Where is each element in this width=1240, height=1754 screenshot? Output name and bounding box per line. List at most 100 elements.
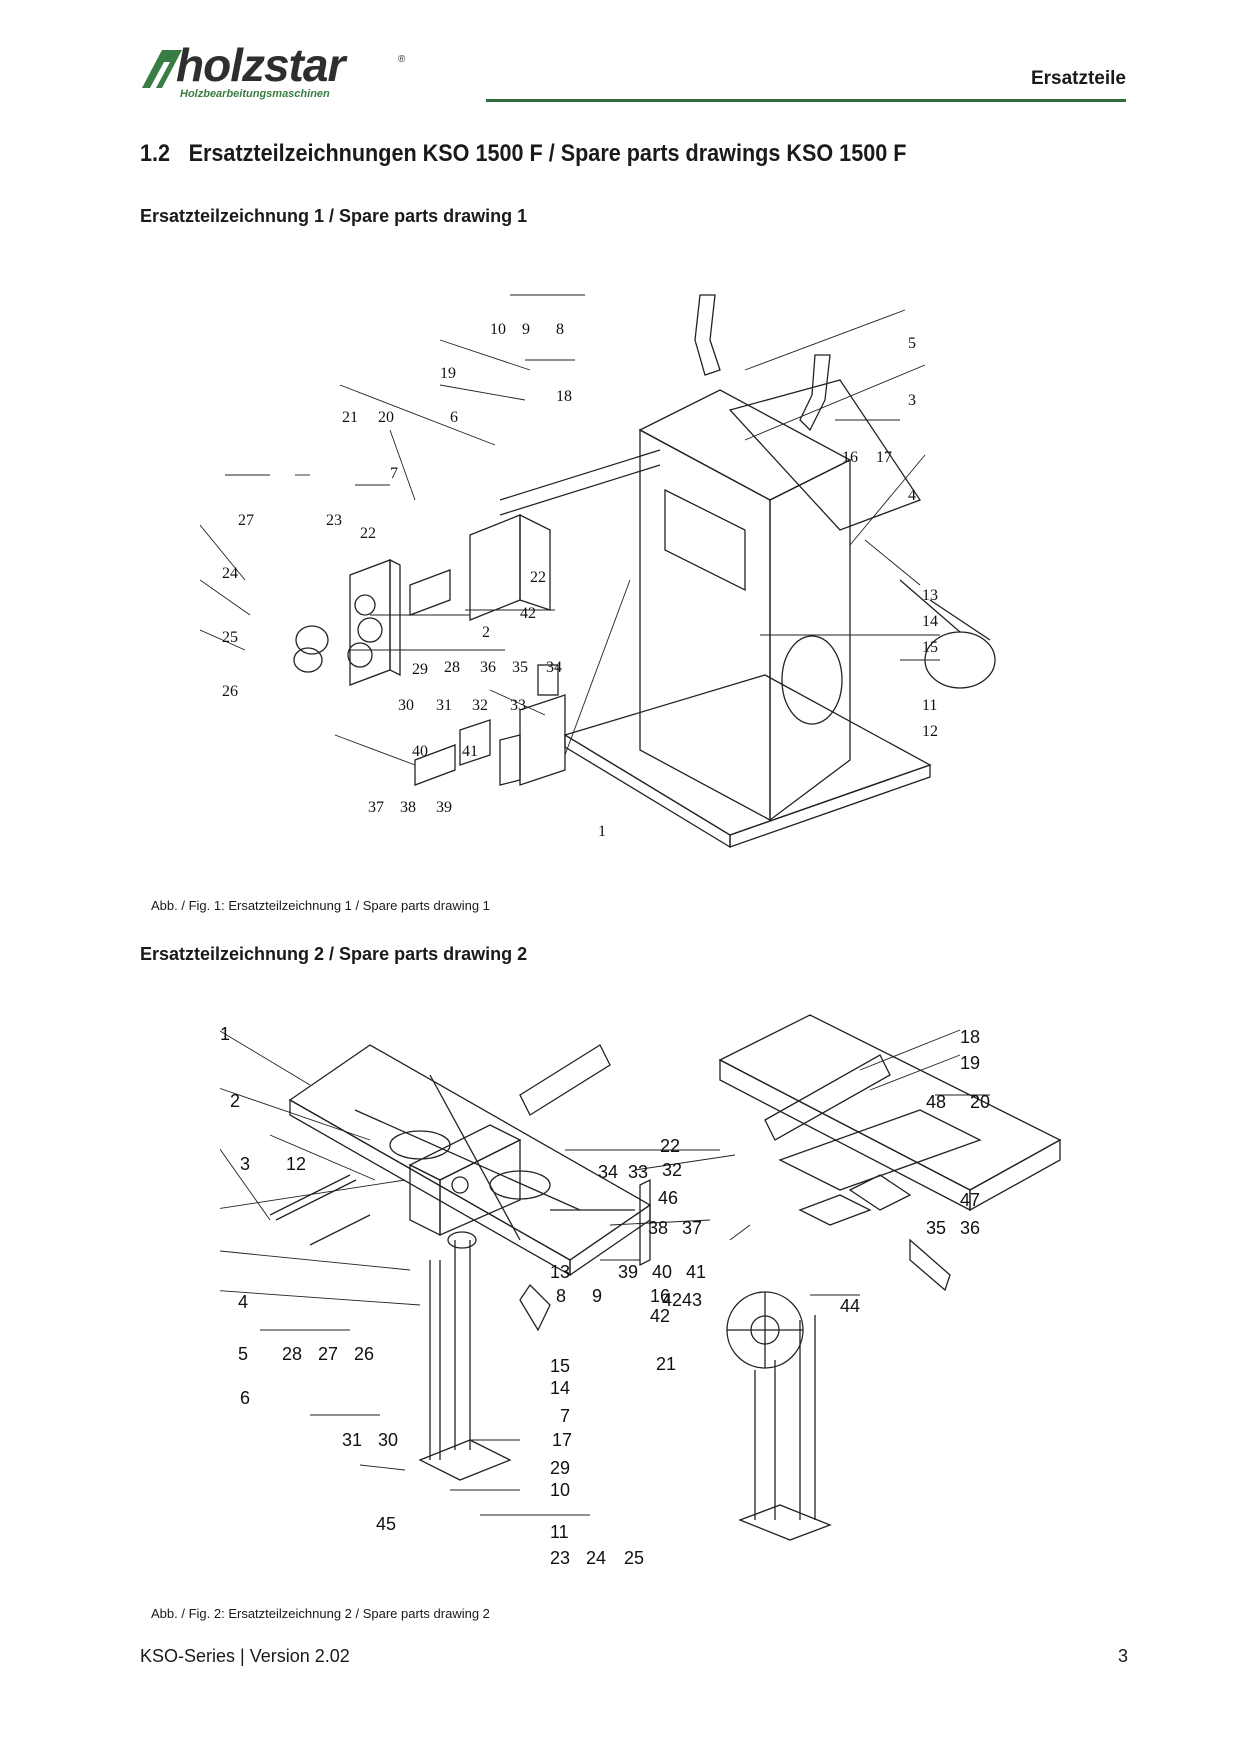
svg-text:38: 38 <box>648 1218 668 1238</box>
drawing2-heading: Ersatzteilzeichnung 2 / Spare parts draw… <box>140 944 528 964</box>
registered-mark: ® <box>398 54 406 65</box>
svg-text:7: 7 <box>390 465 398 482</box>
svg-text:5: 5 <box>908 335 916 352</box>
svg-text:39: 39 <box>436 799 452 816</box>
svg-text:10: 10 <box>550 1480 570 1500</box>
svg-text:42: 42 <box>662 1290 682 1310</box>
svg-text:11: 11 <box>922 697 937 714</box>
section-label: Ersatzteile <box>1030 68 1126 89</box>
svg-text:28: 28 <box>444 659 460 676</box>
svg-text:15: 15 <box>550 1356 570 1376</box>
svg-text:37: 37 <box>682 1218 702 1238</box>
drawing2-caption: Abb. / Fig. 2: Ersatzteilzeichnung 2 / S… <box>151 1606 490 1621</box>
svg-text:8: 8 <box>556 1286 566 1306</box>
drawing1-heading: Ersatzteilzeichnung 1 / Spare parts draw… <box>140 206 528 226</box>
svg-text:31: 31 <box>342 1430 362 1450</box>
svg-text:6: 6 <box>450 409 458 426</box>
svg-text:41: 41 <box>462 743 478 760</box>
svg-text:32: 32 <box>662 1160 682 1180</box>
svg-text:29: 29 <box>550 1458 570 1478</box>
svg-text:21: 21 <box>342 409 358 426</box>
svg-text:6: 6 <box>240 1388 250 1408</box>
svg-text:17: 17 <box>552 1430 572 1450</box>
svg-text:48: 48 <box>926 1092 946 1112</box>
svg-text:30: 30 <box>378 1430 398 1450</box>
svg-text:5: 5 <box>238 1344 248 1364</box>
svg-text:33: 33 <box>510 697 526 714</box>
svg-text:47: 47 <box>960 1190 980 1210</box>
svg-text:13: 13 <box>922 587 938 604</box>
svg-text:26: 26 <box>222 683 238 700</box>
svg-text:22: 22 <box>530 569 546 586</box>
svg-text:34: 34 <box>598 1162 618 1182</box>
svg-text:9: 9 <box>522 321 530 338</box>
svg-text:35: 35 <box>512 659 528 676</box>
svg-text:42: 42 <box>650 1306 670 1326</box>
logo-mark-icon <box>142 50 182 88</box>
svg-text:14: 14 <box>922 613 938 630</box>
section-number: 1.2 <box>140 140 171 167</box>
svg-text:28: 28 <box>282 1344 302 1364</box>
svg-text:35: 35 <box>926 1218 946 1238</box>
svg-text:40: 40 <box>412 743 428 760</box>
brand-logo: holzstar ® Holzbearbeitungsmaschinen <box>140 39 420 108</box>
svg-text:7: 7 <box>560 1406 570 1426</box>
svg-text:38: 38 <box>400 799 416 816</box>
svg-text:32: 32 <box>472 697 488 714</box>
svg-text:4: 4 <box>238 1292 248 1312</box>
svg-text:11: 11 <box>550 1522 569 1542</box>
svg-text:1: 1 <box>598 823 606 840</box>
svg-text:40: 40 <box>652 1262 672 1282</box>
svg-text:12: 12 <box>286 1154 306 1174</box>
svg-text:16: 16 <box>650 1286 670 1306</box>
svg-text:26: 26 <box>354 1344 374 1364</box>
svg-text:2: 2 <box>482 624 490 641</box>
svg-text:37: 37 <box>368 799 384 816</box>
svg-text:39: 39 <box>618 1262 638 1282</box>
svg-text:4: 4 <box>908 487 916 504</box>
svg-text:8: 8 <box>556 321 564 338</box>
svg-text:16: 16 <box>842 449 858 466</box>
svg-text:3: 3 <box>240 1154 250 1174</box>
svg-text:23: 23 <box>550 1548 570 1568</box>
svg-text:21: 21 <box>656 1354 676 1374</box>
svg-text:31: 31 <box>436 697 452 714</box>
svg-text:22: 22 <box>660 1136 680 1156</box>
svg-text:12: 12 <box>922 723 938 740</box>
svg-text:46: 46 <box>658 1188 678 1208</box>
footer-version: KSO-Series | Version 2.02 <box>140 1646 350 1666</box>
svg-text:41: 41 <box>686 1262 706 1282</box>
page-title: 1.2 Ersatzteilzeichnungen KSO 1500 F / Sp… <box>140 140 906 168</box>
section-title: Ersatzteilzeichnungen KSO 1500 F / Spare… <box>188 140 907 167</box>
svg-text:24: 24 <box>586 1548 606 1568</box>
svg-text:33: 33 <box>628 1162 648 1182</box>
svg-text:34: 34 <box>546 659 562 676</box>
svg-text:36: 36 <box>480 659 496 676</box>
svg-text:20: 20 <box>378 409 394 426</box>
svg-text:18: 18 <box>556 388 572 405</box>
svg-text:22: 22 <box>360 525 376 542</box>
svg-text:3: 3 <box>908 392 916 409</box>
brand-tagline: Holzbearbeitungsmaschinen <box>180 88 330 100</box>
svg-text:25: 25 <box>222 629 238 646</box>
svg-text:29: 29 <box>412 661 428 678</box>
svg-text:19: 19 <box>960 1053 980 1073</box>
svg-text:43: 43 <box>682 1290 702 1310</box>
svg-text:36: 36 <box>960 1218 980 1238</box>
svg-text:27: 27 <box>238 512 254 529</box>
svg-text:13: 13 <box>550 1262 570 1282</box>
brand-name: holzstar <box>176 39 345 91</box>
svg-text:9: 9 <box>592 1286 602 1306</box>
svg-text:44: 44 <box>840 1296 860 1316</box>
svg-text:30: 30 <box>398 697 414 714</box>
svg-text:19: 19 <box>440 365 456 382</box>
drawing1-caption: Abb. / Fig. 1: Ersatzteilzeichnung 1 / S… <box>151 898 490 913</box>
svg-text:1: 1 <box>220 1024 230 1044</box>
svg-text:2: 2 <box>230 1091 240 1111</box>
svg-text:17: 17 <box>876 449 892 466</box>
svg-text:18: 18 <box>960 1027 980 1047</box>
svg-text:45: 45 <box>376 1514 396 1534</box>
page-number: 3 <box>1117 1646 1128 1666</box>
